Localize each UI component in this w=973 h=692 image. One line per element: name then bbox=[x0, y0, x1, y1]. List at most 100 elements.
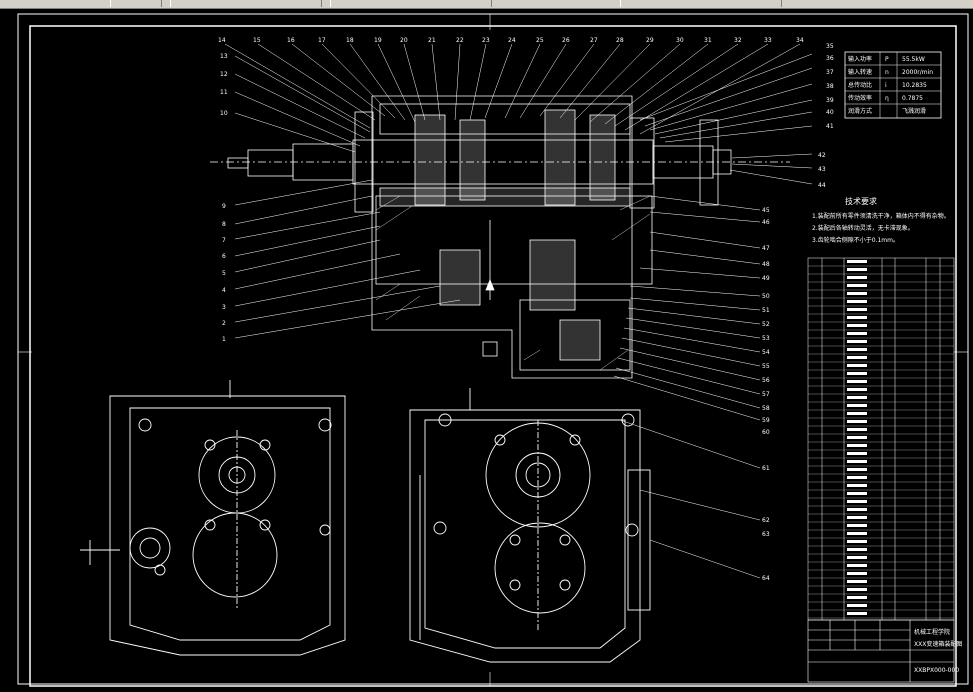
label-8: 8 bbox=[222, 221, 226, 228]
title-drawing-no: XXBPX000-000 bbox=[914, 667, 959, 674]
label-60: 60 bbox=[762, 429, 770, 436]
parts-row-text-mark bbox=[847, 604, 867, 607]
toolbar-tab-2[interactable] bbox=[170, 0, 322, 7]
label-49: 49 bbox=[762, 275, 770, 282]
svg-text:n: n bbox=[885, 69, 889, 76]
parts-row-text-mark bbox=[847, 524, 867, 527]
label-17: 17 bbox=[318, 37, 326, 44]
parts-row-text-mark bbox=[847, 396, 867, 399]
parts-row-text-mark bbox=[847, 356, 867, 359]
part-number-labels: 14 15 16 17 18 19 20 21 22 23 24 25 26 2… bbox=[218, 37, 834, 582]
label-38: 38 bbox=[826, 83, 834, 90]
svg-text:3.齿轮啮合侧隙不小于0.1mm。: 3.齿轮啮合侧隙不小于0.1mm。 bbox=[812, 236, 899, 244]
label-36: 36 bbox=[826, 55, 834, 62]
parts-row-text-mark bbox=[847, 468, 867, 471]
label-15: 15 bbox=[253, 37, 261, 44]
label-20: 20 bbox=[400, 37, 408, 44]
toolbar-tab-3[interactable] bbox=[330, 0, 492, 7]
label-7: 7 bbox=[222, 237, 226, 244]
svg-text:i: i bbox=[885, 82, 887, 89]
label-63: 63 bbox=[762, 531, 770, 538]
svg-text:10.2835: 10.2835 bbox=[902, 82, 927, 89]
parts-row-text-mark bbox=[847, 452, 867, 455]
toolbar-tab-1[interactable] bbox=[110, 0, 162, 7]
parts-row-text-mark bbox=[847, 548, 867, 551]
label-42: 42 bbox=[818, 152, 826, 159]
technical-requirements: 技术要求 1.装配前所有零件须清洗干净，箱体内不得有杂物。 2.装配后各轴转动灵… bbox=[812, 196, 950, 244]
parts-row-text-mark bbox=[847, 292, 867, 295]
label-2: 2 bbox=[222, 320, 226, 327]
label-18: 18 bbox=[346, 37, 354, 44]
parts-row-text-mark bbox=[847, 516, 867, 519]
label-34: 34 bbox=[796, 37, 804, 44]
label-25: 25 bbox=[536, 37, 544, 44]
cad-toolbar bbox=[0, 0, 973, 9]
label-6: 6 bbox=[222, 253, 226, 260]
label-4: 4 bbox=[222, 287, 226, 294]
svg-text:润滑方式: 润滑方式 bbox=[848, 107, 872, 115]
parts-row-text-mark bbox=[847, 556, 867, 559]
label-11: 11 bbox=[220, 89, 228, 96]
svg-text:输入转速: 输入转速 bbox=[848, 68, 872, 76]
label-44: 44 bbox=[818, 182, 826, 189]
label-16: 16 bbox=[287, 37, 295, 44]
label-32: 32 bbox=[734, 37, 742, 44]
parts-row-text-mark bbox=[847, 412, 867, 415]
svg-text:传动效率: 传动效率 bbox=[848, 94, 872, 102]
label-3: 3 bbox=[222, 304, 226, 311]
parts-row-text-mark bbox=[847, 388, 867, 391]
label-64: 64 bbox=[762, 575, 770, 582]
parts-row-text-mark bbox=[847, 476, 867, 479]
label-19: 19 bbox=[374, 37, 382, 44]
svg-text:0.7875: 0.7875 bbox=[902, 95, 923, 102]
label-50: 50 bbox=[762, 293, 770, 300]
parts-row-text-mark bbox=[847, 364, 867, 367]
parts-row-text-mark bbox=[847, 612, 867, 615]
parts-row-text-mark bbox=[847, 380, 867, 383]
parts-row-text-mark bbox=[847, 564, 867, 567]
label-28: 28 bbox=[616, 37, 624, 44]
parts-row-text-mark bbox=[847, 572, 867, 575]
label-27: 27 bbox=[590, 37, 598, 44]
parts-row-text-mark bbox=[847, 284, 867, 287]
label-48: 48 bbox=[762, 261, 770, 268]
parts-row-text-mark bbox=[847, 372, 867, 375]
svg-text:η: η bbox=[885, 95, 889, 102]
label-46: 46 bbox=[762, 219, 770, 226]
parts-row-text-mark bbox=[847, 540, 867, 543]
parts-row-text-mark bbox=[847, 268, 867, 271]
toolbar-tab-4[interactable] bbox=[620, 0, 782, 7]
title-name: XXX变速箱装配图 bbox=[914, 640, 962, 648]
label-1: 1 bbox=[222, 336, 226, 343]
label-57: 57 bbox=[762, 391, 770, 398]
label-23: 23 bbox=[482, 37, 490, 44]
label-13: 13 bbox=[220, 53, 228, 60]
cad-drawing-canvas[interactable]: 14 15 16 17 18 19 20 21 22 23 24 25 26 2… bbox=[0, 9, 973, 692]
svg-text:55.5kW: 55.5kW bbox=[902, 56, 925, 63]
svg-text:2000r/min: 2000r/min bbox=[902, 69, 933, 76]
leader-lines bbox=[224, 43, 813, 579]
parts-row-text-mark bbox=[847, 428, 867, 431]
label-22: 22 bbox=[456, 37, 464, 44]
parts-row-text-mark bbox=[847, 436, 867, 439]
label-29: 29 bbox=[646, 37, 654, 44]
parts-row-text-mark bbox=[847, 276, 867, 279]
label-53: 53 bbox=[762, 335, 770, 342]
svg-text:P: P bbox=[885, 56, 889, 63]
parts-row-text-mark bbox=[847, 444, 867, 447]
label-31: 31 bbox=[704, 37, 712, 44]
label-61: 61 bbox=[762, 465, 770, 472]
parts-row-text-mark bbox=[847, 340, 867, 343]
label-10: 10 bbox=[220, 110, 228, 117]
parts-row-text-mark bbox=[847, 324, 867, 327]
parts-row-text-mark bbox=[847, 588, 867, 591]
svg-text:1.装配前所有零件须清洗干净，箱体内不得有杂物。: 1.装配前所有零件须清洗干净，箱体内不得有杂物。 bbox=[812, 212, 950, 220]
parts-row-text-mark bbox=[847, 580, 867, 583]
parts-row-text-mark bbox=[847, 492, 867, 495]
label-24: 24 bbox=[508, 37, 516, 44]
spec-title: 技术要求 bbox=[845, 196, 877, 206]
parts-row-text-mark bbox=[847, 420, 867, 423]
parts-row-text-mark bbox=[847, 484, 867, 487]
parts-row-text-mark bbox=[847, 508, 867, 511]
label-43: 43 bbox=[818, 166, 826, 173]
